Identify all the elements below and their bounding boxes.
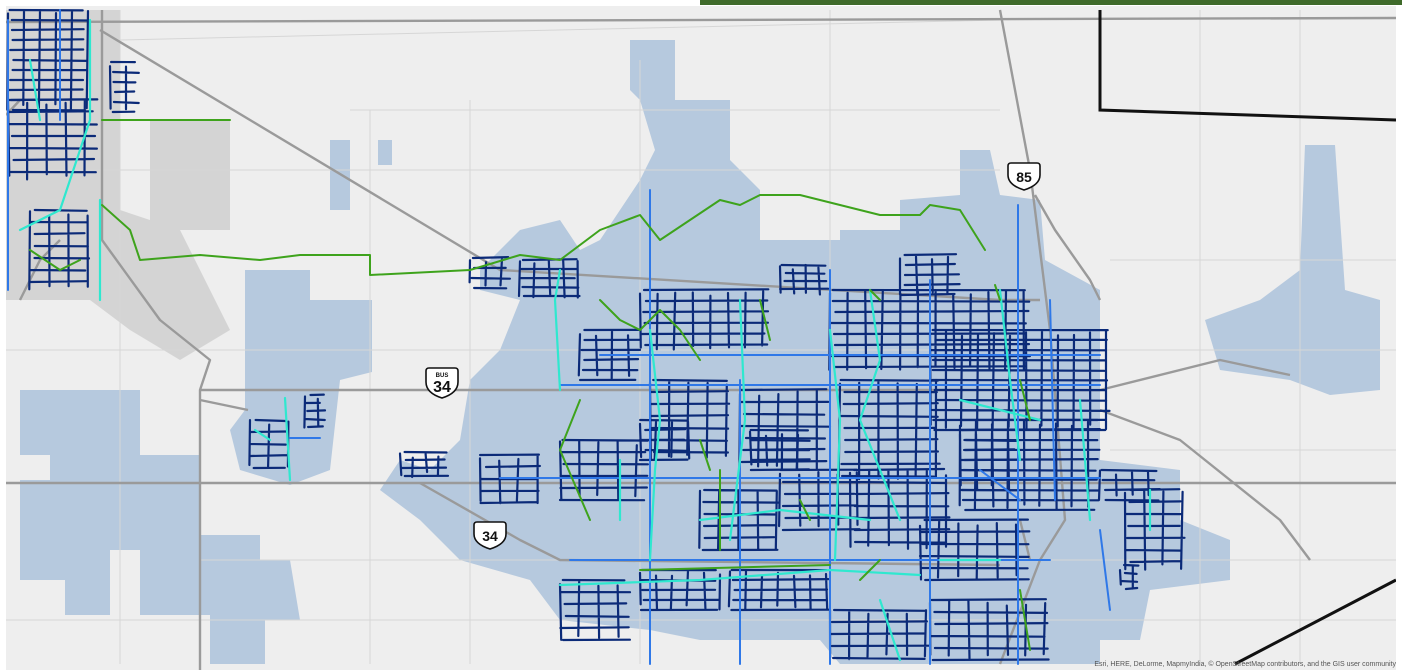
- navy-route-cluster: [727, 568, 830, 612]
- bus-34-shield: BUS 34: [425, 367, 459, 399]
- navy-route-cluster: [958, 428, 1021, 492]
- cyan-route: [998, 288, 1022, 462]
- us-85-number: 85: [1016, 169, 1032, 185]
- navy-route-cluster: [928, 598, 1050, 662]
- navy-route-cluster: [248, 418, 290, 470]
- navy-route-cluster: [558, 578, 632, 642]
- green-trail: [699, 439, 711, 471]
- green-trail: [869, 289, 881, 301]
- navy-route-cluster: [898, 253, 961, 297]
- highway-layer: [6, 9, 1396, 670]
- navy-route-cluster: [918, 518, 1031, 582]
- navy-route-cluster: [468, 256, 511, 290]
- bus-34-number: 34: [433, 379, 451, 396]
- route-layer-green: [29, 119, 1031, 651]
- cyan-route: [283, 396, 292, 482]
- header-accent-bar: [700, 0, 1402, 5]
- navy-route-cluster: [558, 438, 649, 502]
- navy-route-cluster: [1123, 488, 1186, 571]
- navy-route-cluster: [828, 608, 930, 661]
- navy-route-cluster: [478, 453, 541, 505]
- cyan-route: [828, 328, 842, 562]
- navy-route-cluster: [303, 393, 327, 429]
- cyan-route: [648, 328, 662, 562]
- green-trail: [639, 564, 831, 571]
- navy-route-cluster: [6, 98, 99, 181]
- route-layer-cyan: [18, 18, 1152, 662]
- navy-route-cluster: [108, 60, 140, 114]
- cyan-route: [1078, 398, 1092, 522]
- green-trail: [799, 499, 811, 521]
- green-trail: [101, 194, 986, 276]
- blue-arterial-route: [979, 469, 1021, 501]
- bus-34-label: BUS: [436, 373, 449, 379]
- map-canvas[interactable]: 85 BUS 34 34: [6, 6, 1396, 670]
- green-trail: [759, 299, 771, 341]
- cyan-route: [253, 428, 272, 442]
- green-trail: [559, 399, 591, 521]
- cyan-route: [553, 268, 562, 392]
- us-34-number: 34: [482, 528, 498, 544]
- navy-route-cluster: [748, 428, 811, 472]
- green-trail: [1019, 379, 1031, 421]
- green-trail: [859, 559, 881, 581]
- navy-route-cluster: [848, 467, 951, 550]
- county-boundary: [1098, 10, 1396, 666]
- cyan-route: [958, 398, 1042, 422]
- navy-route-cluster: [778, 263, 830, 296]
- cyan-route: [878, 598, 902, 662]
- cyan-route: [698, 508, 872, 522]
- map-attribution: Esri, HERE, DeLorme, MapmyIndia, © OpenS…: [1094, 661, 1396, 668]
- green-trail: [599, 299, 701, 361]
- us-34-shield: 34: [473, 521, 507, 550]
- navy-route-cluster: [1118, 563, 1140, 591]
- green-trail: [1019, 589, 1031, 651]
- cyan-route: [18, 18, 92, 232]
- cyan-route: [558, 568, 922, 587]
- navy-route-cluster: [638, 418, 691, 462]
- route-layer-navy: [6, 8, 1186, 662]
- navy-route-cluster: [638, 288, 770, 351]
- cyan-route: [858, 288, 902, 522]
- us-85-shield: 85: [1007, 162, 1041, 191]
- green-trail: [994, 284, 1001, 301]
- blue-arterial-route: [1049, 299, 1056, 501]
- green-trail: [29, 249, 81, 271]
- navy-route-cluster: [398, 450, 450, 479]
- navy-route-cluster: [648, 378, 731, 460]
- cyan-route: [28, 58, 42, 122]
- cyan-route: [728, 298, 747, 542]
- blue-arterial-route: [1099, 529, 1111, 611]
